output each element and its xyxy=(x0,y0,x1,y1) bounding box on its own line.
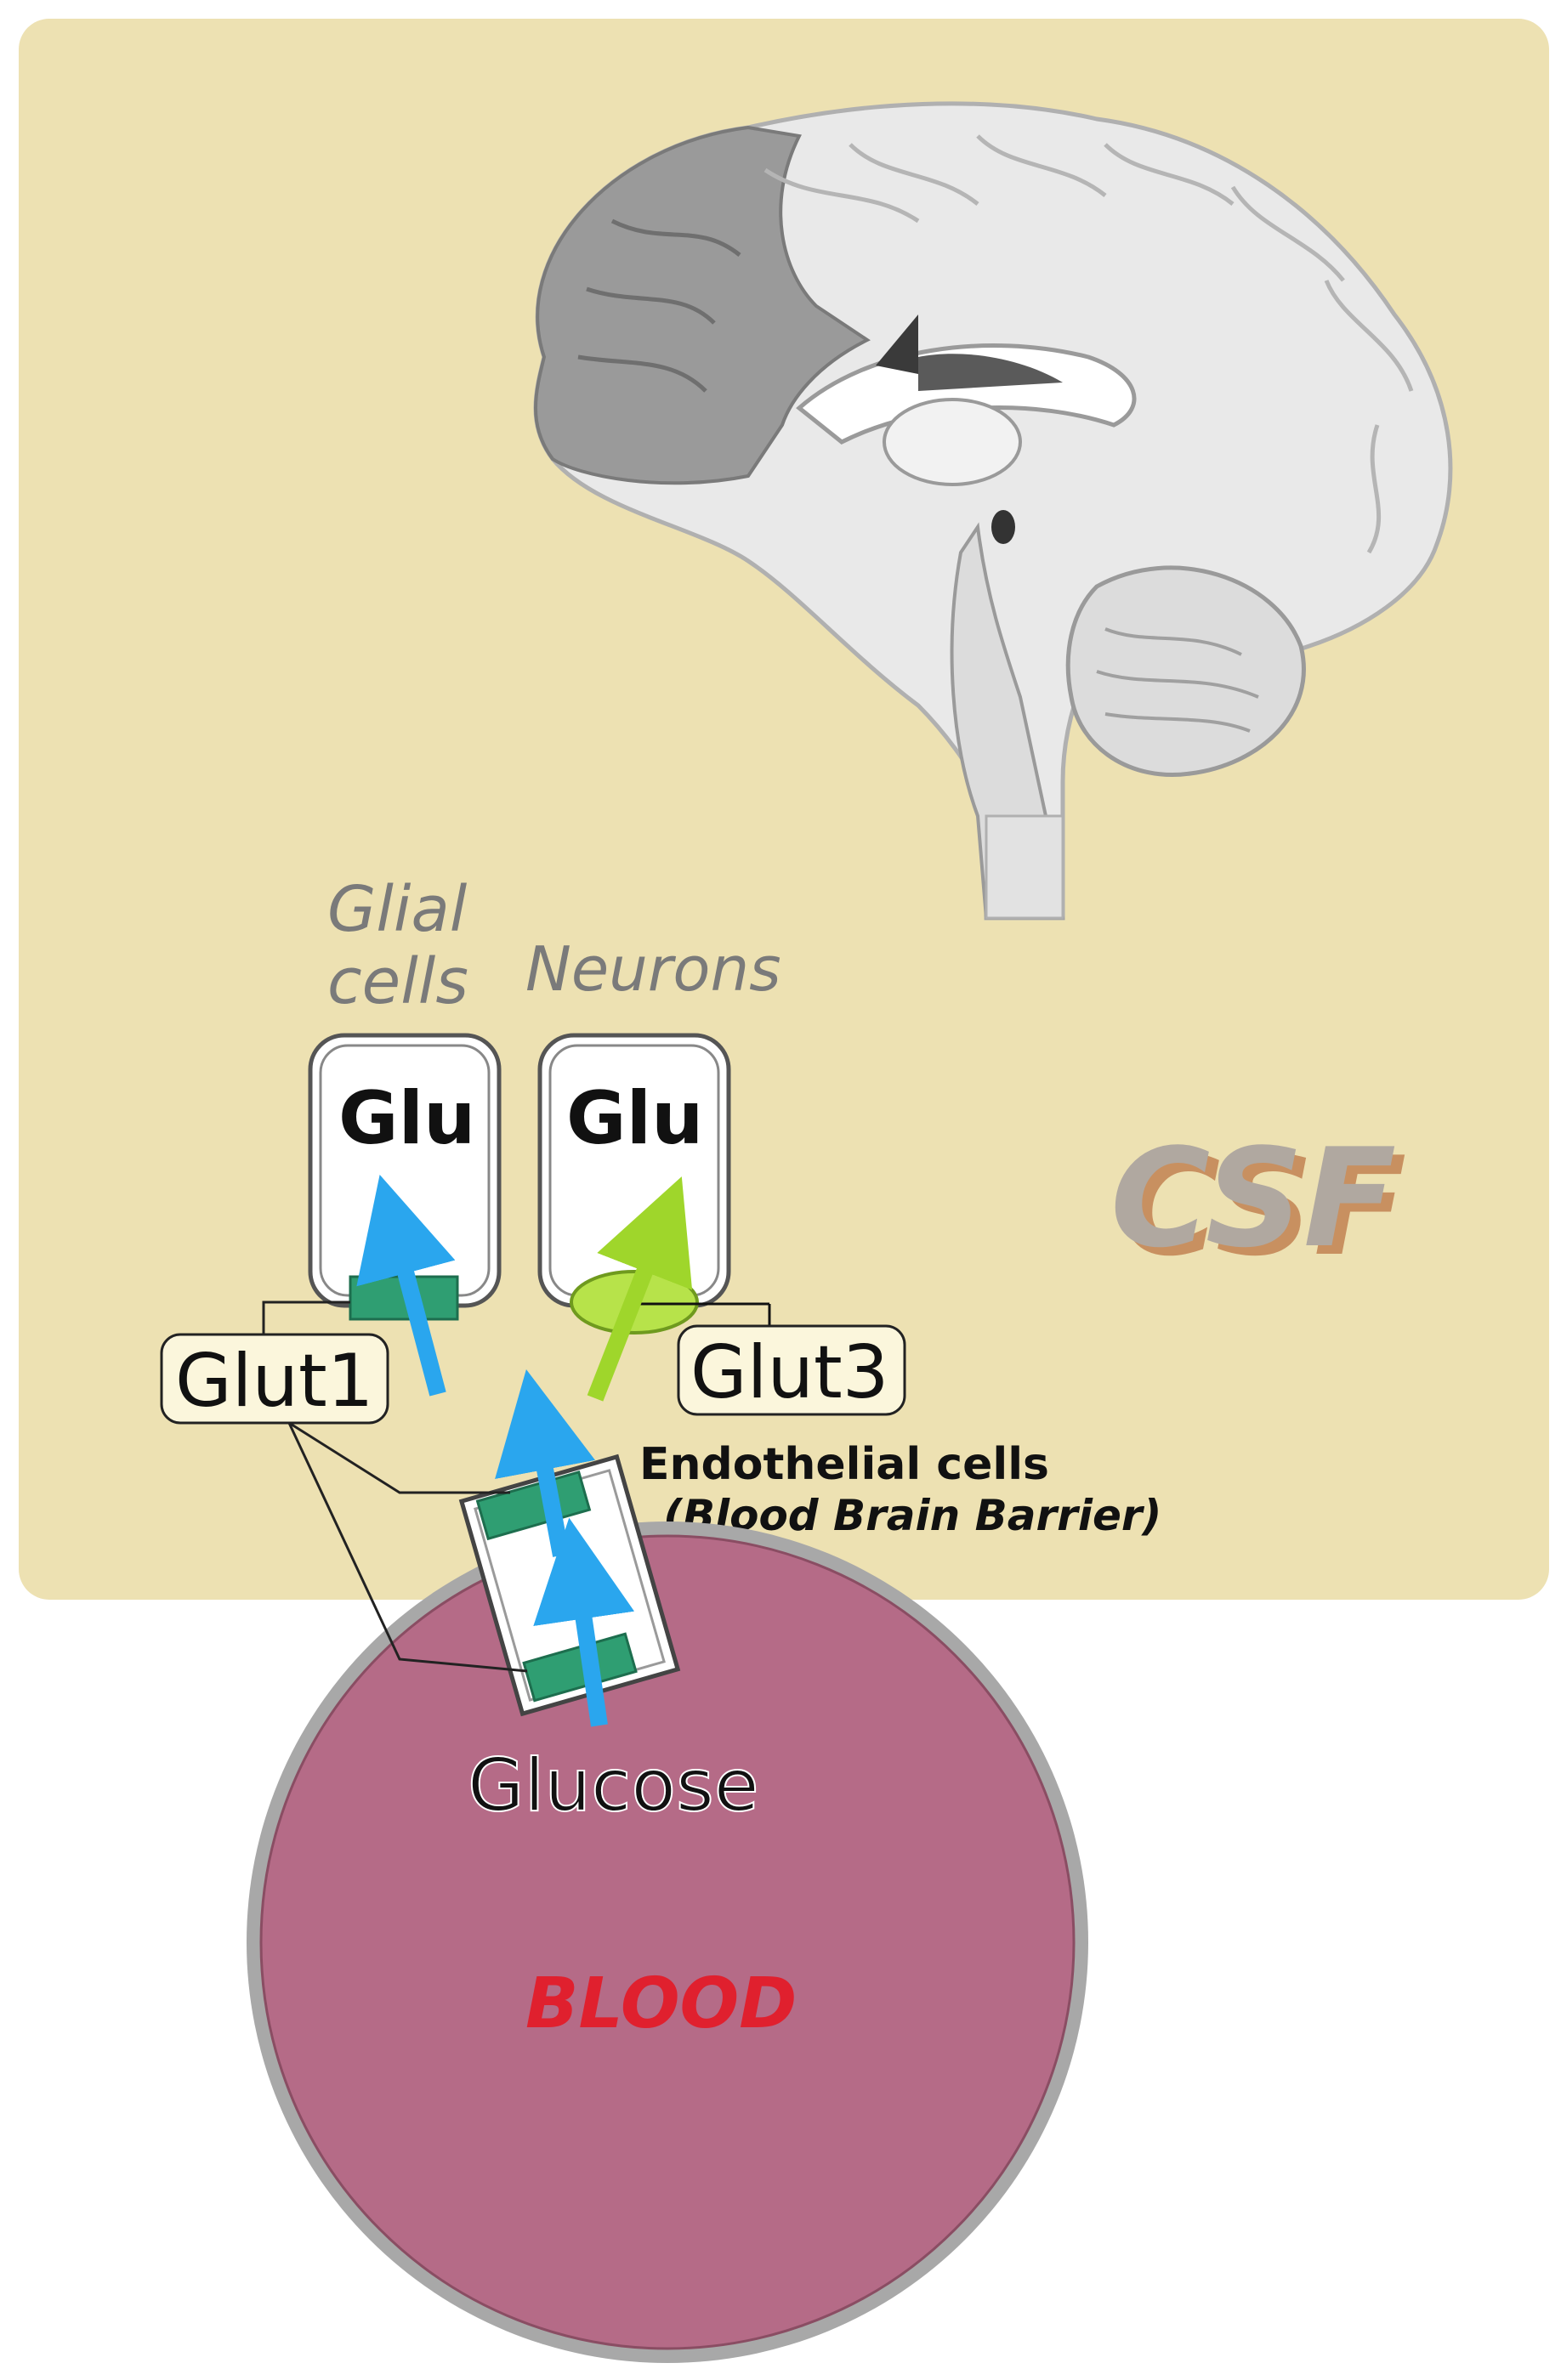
blood-label: BLOOD xyxy=(525,1964,797,2044)
endothelial-label-line1: Endothelial cells xyxy=(639,1439,1049,1490)
glut3-label: Glut3 xyxy=(690,1330,888,1415)
glut3-label-box xyxy=(677,1324,906,1416)
csf-label: CSF xyxy=(1110,1119,1396,1278)
glut1-connector-glial xyxy=(262,1300,350,1334)
blood-vessel xyxy=(259,1534,1076,2350)
glial-glu-label: Glu xyxy=(338,1076,475,1161)
glial-cells-label-line1: Glial xyxy=(327,873,468,946)
glut1-label-box xyxy=(160,1333,389,1425)
glut1-connector-bbb-bottom xyxy=(287,1422,528,1673)
glucose-arrow-bbb-lower xyxy=(533,1517,635,1727)
glial-cells-label-line2: cells xyxy=(327,945,468,1018)
brain-illustration xyxy=(533,101,1453,921)
glucose-arrow-bbb-upper xyxy=(495,1369,596,1557)
glucose-arrow-neuron xyxy=(587,1176,693,1402)
glut1-label: Glut1 xyxy=(175,1339,373,1424)
neuron-cell: Glu xyxy=(537,1033,731,1308)
neuron-glu-label: Glu xyxy=(566,1076,703,1161)
glucose-arrow-glial xyxy=(356,1175,456,1397)
neurons-label: Neurons xyxy=(525,933,781,1005)
glucose-label: Glucose xyxy=(468,1743,759,1828)
csf-label-shadow: CSF xyxy=(1121,1127,1406,1286)
glut1-connector-bbb-top xyxy=(288,1421,510,1494)
